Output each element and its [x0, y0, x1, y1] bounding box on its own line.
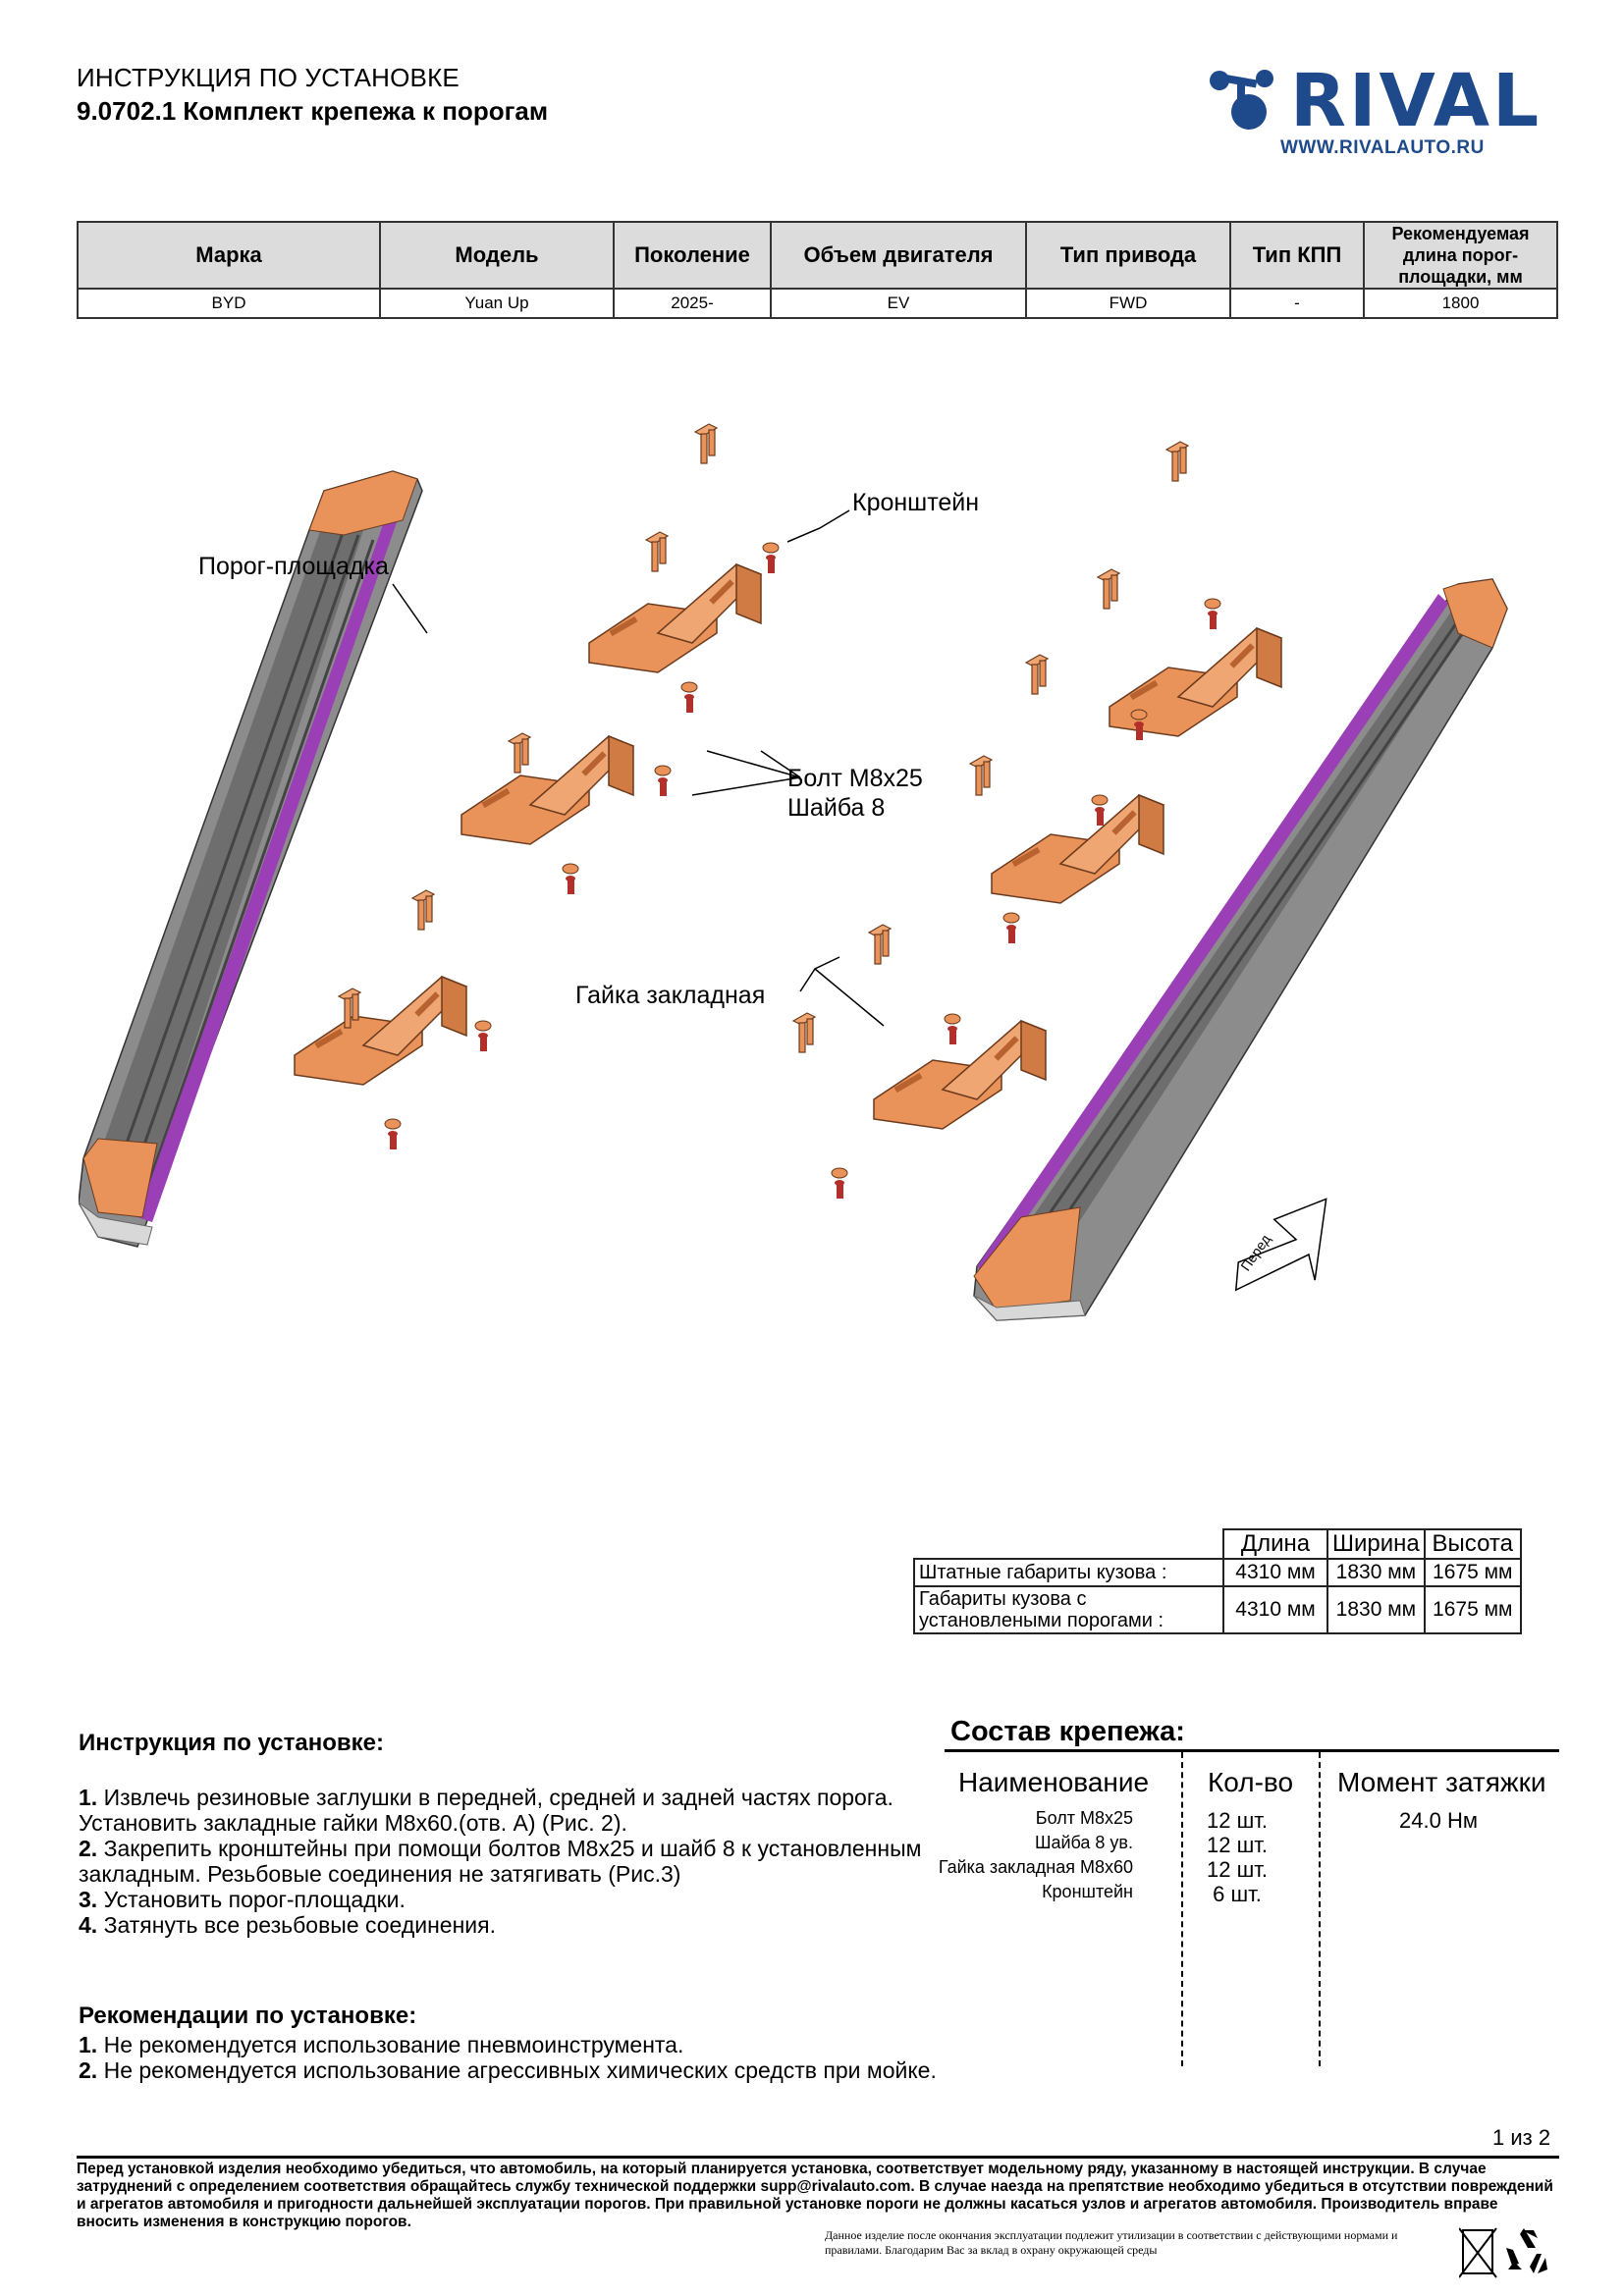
spec-drive: FWD — [1025, 288, 1231, 319]
dims-header-row: Длина Ширина Высота — [914, 1528, 1522, 1560]
dims-value: 1830 мм — [1326, 1558, 1426, 1587]
fasteners-header: Наименование Кол-во Момент затяжки — [945, 1767, 1559, 1804]
diagram-drawing — [79, 423, 1508, 1321]
label-sill: Порог-площадка — [198, 553, 389, 580]
dims-header-height: Высота — [1423, 1528, 1522, 1560]
brand-url: WWW.RIVALAUTO.RU — [1280, 137, 1485, 158]
instruction-step: 4. Затянуть все резьбовые соединения. — [79, 1912, 496, 1938]
page-number: 1 из 2 — [1492, 2125, 1551, 2150]
spec-header-gearbox: Тип КПП — [1229, 221, 1365, 290]
fasteners-header-torque: Момент затяжки — [1337, 1767, 1546, 1797]
fasteners-header-name: Наименование — [958, 1767, 1150, 1797]
fastener-row: Болт М8х25 12 шт. 24.0 Нм — [1035, 1808, 1478, 1833]
doc-type-title: ИНСТРУКЦИЯ ПО УСТАНОВКЕ — [77, 63, 460, 92]
recommendations-title: Рекомендации по установке: — [79, 2002, 417, 2029]
dims-value: 4310 мм — [1222, 1585, 1328, 1634]
dimensions-table: Длина Ширина Высота Штатные габариты куз… — [913, 1528, 1522, 1634]
bracket-left-1 — [588, 563, 762, 673]
logo-mark-icon — [1210, 70, 1273, 130]
fastener-row: Шайба 8 ув. 12 шт. — [1034, 1833, 1268, 1857]
right-running-board — [973, 578, 1508, 1321]
spec-data-row: BYD Yuan Up 2025- EV FWD - 1800 — [77, 288, 1558, 319]
spec-generation: 2025- — [613, 288, 772, 319]
dims-row-installed: Габариты кузова с установлеными порогами… — [913, 1585, 1522, 1634]
dims-row-label: Штатные габариты кузова : — [913, 1558, 1224, 1587]
left-running-board — [79, 470, 423, 1248]
instructions-title: Инструкция по установке: — [79, 1730, 385, 1756]
fasteners-rows: Болт М8х25 12 шт. 24.0 Нм Шайба 8 ув. 12… — [938, 1808, 1559, 1906]
spec-header-model: Модель — [379, 221, 615, 290]
front-arrow-icon — [1234, 1198, 1327, 1292]
recommendation-item: 2. Не рекомендуется использование агресс… — [79, 2057, 937, 2083]
label-bolt: Болт М8х25 — [787, 765, 923, 792]
bracket-right-2 — [991, 794, 1164, 904]
spec-engine: EV — [770, 288, 1027, 319]
footer-eco-note: Данное изделие после окончания эксплуата… — [825, 2228, 1398, 2257]
spec-header-make: Марка — [77, 221, 381, 290]
fasteners-divider — [945, 1749, 1559, 1752]
exploded-diagram: Порог-площадка Кронштейн Болт М8х25 Шайб… — [79, 412, 1571, 1394]
dims-value: 1675 мм — [1423, 1558, 1522, 1587]
bracket-right-3 — [873, 1020, 1047, 1130]
instruction-step: 3. Установить порог-площадки. — [79, 1887, 406, 1912]
spec-gearbox: - — [1229, 288, 1365, 319]
fastener-row: Гайка закладная М8х60 12 шт. — [938, 1857, 1268, 1882]
instructions-list: 1. Извлечь резиновые заглушки в передней… — [79, 1785, 943, 1938]
spec-header-drive: Тип привода — [1025, 221, 1231, 290]
fastener-row: Кронштейн 6 шт. — [1042, 1882, 1262, 1906]
spec-length: 1800 — [1363, 288, 1558, 319]
eco-icons — [1458, 2220, 1557, 2283]
spec-header-engine: Объем двигателя — [770, 221, 1027, 290]
footer-divider — [77, 2156, 1559, 2159]
instruction-step: 1. Извлечь резиновые заглушки в передней… — [79, 1785, 893, 1836]
label-nut: Гайка закладная — [575, 982, 766, 1009]
vehicle-spec-table: Марка Модель Поколение Объем двигателя Т… — [77, 221, 1558, 319]
dims-row-stock: Штатные габариты кузова : 4310 мм 1830 м… — [913, 1558, 1522, 1587]
fasteners-title: Состав крепежа: — [950, 1716, 1185, 1747]
spec-header-length: Рекомендуемая длина порог-площадки, мм — [1363, 221, 1558, 290]
spec-make: BYD — [77, 288, 381, 319]
dims-value: 4310 мм — [1222, 1558, 1328, 1587]
label-bracket: Кронштейн — [852, 489, 980, 516]
instruction-step: 2. Закрепить кронштейны при помощи болто… — [79, 1836, 922, 1887]
recommendation-item: 1. Не рекомендуется использование пневмо… — [79, 2032, 684, 2057]
recommendations-list: 1. Не рекомендуется использование пневмо… — [79, 2032, 943, 2083]
fasteners-header-qty: Кол-во — [1208, 1767, 1294, 1797]
spec-header-row: Марка Модель Поколение Объем двигателя Т… — [77, 221, 1558, 290]
recycle-bin-icon — [1458, 2227, 1547, 2278]
footer-notice: Перед установкой изделия необходимо убед… — [77, 2161, 1553, 2230]
bracket-left-3 — [294, 976, 467, 1086]
product-title: 9.0702.1 Комплект крепежа к порогам — [77, 96, 549, 126]
dims-header-length: Длина — [1222, 1528, 1328, 1560]
dims-value: 1830 мм — [1326, 1585, 1426, 1634]
dims-header-width: Ширина — [1326, 1528, 1426, 1560]
brand-logo: RIVAL WWW.RIVALAUTO.RU — [1208, 61, 1561, 159]
dims-value: 1675 мм — [1423, 1585, 1522, 1634]
bracket-right-1 — [1109, 627, 1282, 737]
dims-row-label: Габариты кузова с установлеными порогами… — [913, 1585, 1224, 1634]
label-washer: Шайба 8 — [787, 794, 886, 822]
label-bolt-washer: Болт М8х25 Шайба 8 — [787, 764, 923, 823]
brand-name: RIVAL — [1290, 59, 1543, 143]
spec-header-generation: Поколение — [613, 221, 772, 290]
spec-model: Yuan Up — [379, 288, 615, 319]
bracket-left-2 — [460, 735, 634, 845]
